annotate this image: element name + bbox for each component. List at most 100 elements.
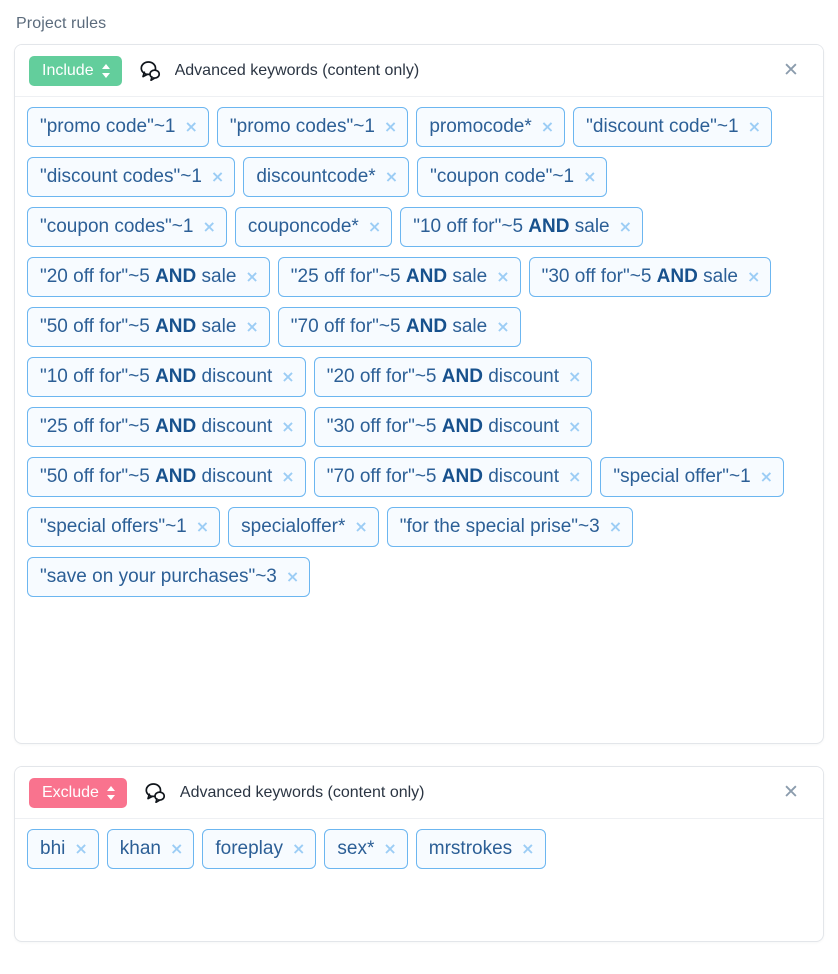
keyword-tag-area-exclude: bhi×khan×foreplay×sex*×mrstrokes× xyxy=(15,819,823,941)
keyword-remove-icon[interactable]: × xyxy=(746,267,761,286)
keyword-tag-label: "25 off for"~5 AND discount xyxy=(40,416,273,437)
keyword-tag[interactable]: "10 off for"~5 AND discount × xyxy=(27,357,306,397)
keyword-remove-icon[interactable]: × xyxy=(281,467,295,486)
keyword-tag[interactable]: discountcode*× xyxy=(243,157,410,197)
keyword-tag[interactable]: "70 off for"~5 AND discount× xyxy=(313,457,593,497)
rule-card-header: Exclude Advanced keywords (content only)… xyxy=(15,767,823,819)
keyword-operator: AND xyxy=(441,416,483,437)
keyword-tag[interactable]: mrstrokes× xyxy=(415,829,546,869)
keyword-remove-icon[interactable]: × xyxy=(618,217,633,236)
page-title: Project rules xyxy=(16,15,107,32)
keyword-tag[interactable]: "25 off for"~5 AND discount × xyxy=(27,407,306,447)
keyword-tag-label: "special offer"~1 xyxy=(613,466,751,487)
keyword-operator: AND xyxy=(405,266,448,287)
keyword-tag-label: "50 off for"~5 AND sale xyxy=(40,316,237,337)
keyword-tag[interactable]: "coupon code"~1 × xyxy=(417,157,608,197)
keyword-tag-label: "30 off for"~5 AND discount xyxy=(326,416,559,437)
keyword-remove-icon[interactable]: × xyxy=(583,167,597,186)
keyword-tag-label: "10 off for"~5 AND sale xyxy=(413,216,610,237)
keyword-tag[interactable]: "coupon codes"~1 × xyxy=(27,207,227,247)
rule-card-exclude: Exclude Advanced keywords (content only)… xyxy=(14,766,824,942)
keyword-tag-label: "70 off for"~5 AND sale xyxy=(290,316,488,337)
keyword-tag[interactable]: promocode* × xyxy=(416,107,566,147)
keyword-tag[interactable]: couponcode* × xyxy=(234,207,393,247)
keyword-tag[interactable]: bhi× xyxy=(27,829,99,869)
keyword-operator: AND xyxy=(155,466,197,487)
keyword-remove-icon[interactable]: × xyxy=(568,367,582,386)
keyword-remove-icon[interactable]: × xyxy=(608,517,623,536)
keyword-tag-label: "coupon code"~1 xyxy=(430,166,575,187)
keyword-remove-icon[interactable]: × xyxy=(184,117,198,136)
keyword-operator: AND xyxy=(441,466,483,487)
keyword-operator: AND xyxy=(528,216,570,237)
keyword-tag-label: "promo codes"~1 xyxy=(229,116,375,137)
keyword-remove-icon[interactable]: × xyxy=(568,417,582,436)
keyword-remove-icon[interactable]: × xyxy=(202,217,216,236)
keyword-tag[interactable]: "promo codes"~1 × xyxy=(216,107,409,147)
keyword-remove-icon[interactable]: × xyxy=(281,367,295,386)
keyword-tag[interactable]: "50 off for"~5 AND discount × xyxy=(27,457,306,497)
keyword-tag[interactable]: "for the special prise"~3 × xyxy=(386,507,634,547)
keyword-tag[interactable]: "special offer"~1 × xyxy=(600,457,785,497)
keyword-tag[interactable]: specialoffer* × xyxy=(228,507,379,547)
keyword-tag-label: "50 off for"~5 AND discount xyxy=(40,466,273,487)
keyword-operator: AND xyxy=(155,366,197,387)
keyword-operator: AND xyxy=(155,316,197,337)
keyword-remove-icon[interactable]: × xyxy=(496,317,510,336)
keyword-tag-label: "10 off for"~5 AND discount xyxy=(40,366,273,387)
keyword-operator: AND xyxy=(155,416,197,437)
keyword-tag-label: "promo code"~1 xyxy=(40,116,176,137)
keyword-tag[interactable]: "save on your purchases"~3× xyxy=(27,557,311,597)
keyword-tag-label: sex* xyxy=(337,838,375,859)
keyword-tag[interactable]: "special offers"~1× xyxy=(27,507,221,547)
keyword-remove-icon[interactable]: × xyxy=(169,839,184,858)
close-icon[interactable]: ✕ xyxy=(783,59,799,81)
keyword-remove-icon[interactable]: × xyxy=(384,167,399,186)
keyword-tag[interactable]: "promo code"~1 × xyxy=(27,107,209,147)
keyword-tag[interactable]: "20 off for"~5 AND sale× xyxy=(27,257,270,297)
rule-card-header: Include Advanced keywords (content only)… xyxy=(15,45,823,97)
keyword-remove-icon[interactable]: × xyxy=(281,417,295,436)
keyword-tag[interactable]: khan× xyxy=(106,829,195,869)
keyword-remove-icon[interactable]: × xyxy=(354,517,368,536)
keyword-remove-icon[interactable]: × xyxy=(367,217,382,236)
keyword-tag[interactable]: "20 off for"~5 AND discount× xyxy=(313,357,593,397)
keyword-tag[interactable]: "discount codes"~1× xyxy=(27,157,236,197)
keyword-tag-label: specialoffer* xyxy=(241,516,346,537)
keyword-tag[interactable]: "30 off for"~5 AND discount × xyxy=(313,407,593,447)
keyword-remove-icon[interactable]: × xyxy=(245,317,259,336)
keyword-remove-icon[interactable]: × xyxy=(383,117,398,136)
keyword-tag[interactable]: "30 off for"~5 AND sale× xyxy=(528,257,772,297)
rule-mode-button-include[interactable]: Include xyxy=(29,55,122,86)
keyword-remove-icon[interactable]: × xyxy=(210,167,225,186)
keyword-tag[interactable]: foreplay× xyxy=(202,829,317,869)
keyword-tag-label: couponcode* xyxy=(247,216,359,237)
keyword-remove-icon[interactable]: × xyxy=(74,839,88,858)
keyword-tag[interactable]: "50 off for"~5 AND sale × xyxy=(27,307,270,347)
keyword-remove-icon[interactable]: × xyxy=(245,267,259,286)
keyword-tag-label: promocode* xyxy=(429,116,532,137)
keyword-tag-label: "for the special prise"~3 xyxy=(399,516,600,537)
keyword-remove-icon[interactable]: × xyxy=(759,467,774,486)
keyword-remove-icon[interactable]: × xyxy=(195,517,210,536)
keyword-tag[interactable]: "discount code"~1× xyxy=(573,107,772,147)
keyword-tag-label: "25 off for"~5 AND sale xyxy=(290,266,488,287)
keyword-tag[interactable]: "10 off for"~5 AND sale × xyxy=(400,207,644,247)
keyword-remove-icon[interactable]: × xyxy=(285,567,300,586)
keyword-remove-icon[interactable]: × xyxy=(747,117,761,136)
keyword-tag[interactable]: sex* × xyxy=(324,829,408,869)
keyword-remove-icon[interactable]: × xyxy=(521,839,535,858)
close-icon[interactable]: ✕ xyxy=(783,781,799,803)
keyword-remove-icon[interactable]: × xyxy=(291,839,306,858)
keyword-tag-label: "coupon codes"~1 xyxy=(40,216,194,237)
rule-mode-button-exclude[interactable]: Exclude xyxy=(29,777,127,808)
keyword-remove-icon[interactable]: × xyxy=(496,267,510,286)
keyword-operator: AND xyxy=(656,266,698,287)
keyword-tag[interactable]: "25 off for"~5 AND sale × xyxy=(277,257,521,297)
keyword-remove-icon[interactable]: × xyxy=(568,467,582,486)
keyword-tag[interactable]: "70 off for"~5 AND sale × xyxy=(277,307,521,347)
rule-title: Advanced keywords (content only) xyxy=(174,61,420,79)
keyword-remove-icon[interactable]: × xyxy=(383,839,397,858)
keyword-remove-icon[interactable]: × xyxy=(540,117,555,136)
